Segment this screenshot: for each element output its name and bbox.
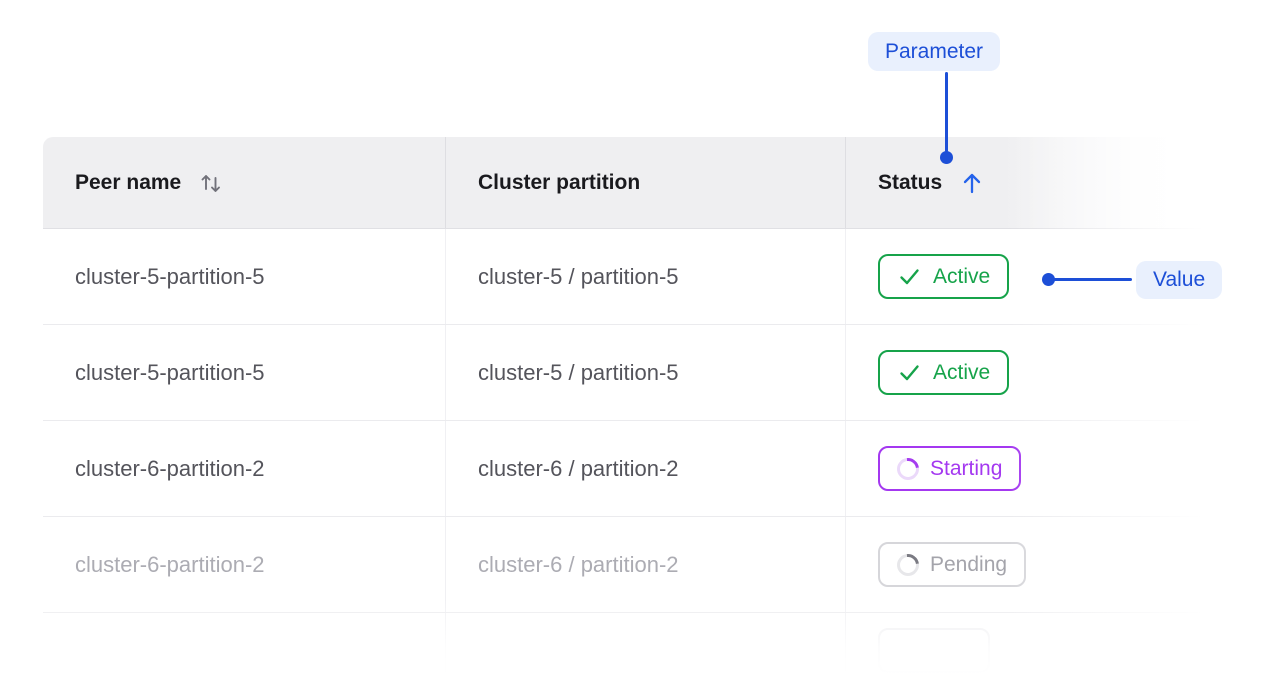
- status-label: Pending: [930, 552, 1008, 576]
- table-row[interactable]: cluster-5-partition-5 cluster-5 / partit…: [43, 325, 1215, 421]
- value-callout-label: Value: [1153, 268, 1206, 291]
- value-connector-line: [1051, 278, 1132, 281]
- table-row[interactable]: cluster-6-partition-2 cluster-6 / partit…: [43, 421, 1215, 517]
- status-cell: [846, 613, 1215, 688]
- status-badge: Active: [878, 350, 1010, 395]
- cluster-partition-cell: cluster-5 / partition-5: [446, 325, 846, 420]
- status-badge: Starting: [878, 446, 1022, 491]
- peer-name-cell: cluster-5-partition-5: [43, 229, 446, 324]
- column-header-peer-name[interactable]: Peer name: [43, 137, 446, 228]
- peers-table: Peer name Cluster partition Status: [43, 137, 1215, 688]
- status-label: Starting: [930, 456, 1003, 480]
- parameter-connector-dot: [940, 151, 953, 164]
- column-header-cluster-partition[interactable]: Cluster partition: [446, 137, 846, 228]
- table-row[interactable]: cluster-6-partition-2 cluster-6 / partit…: [43, 517, 1215, 613]
- column-header-status[interactable]: Status: [846, 137, 1215, 228]
- peer-name-cell: cluster-6-partition-2: [43, 517, 446, 612]
- check-icon: [900, 269, 919, 285]
- status-badge: Pending: [878, 542, 1027, 587]
- status-cell: Starting: [846, 421, 1215, 516]
- status-badge: Active: [878, 254, 1010, 299]
- peer-name-header-label: Peer name: [75, 170, 182, 194]
- status-label: Active: [933, 360, 991, 384]
- check-icon: [900, 365, 919, 381]
- cluster-partition-cell: cluster-6 / partition-2: [446, 421, 846, 516]
- peer-name-cell: cluster-6-partition-2: [43, 421, 446, 516]
- parameter-callout-pill: Parameter: [868, 32, 1001, 71]
- cluster-partition-header-label: Cluster partition: [478, 170, 641, 194]
- table-row-partial: [43, 613, 1215, 688]
- arrow-up-icon[interactable]: [958, 169, 986, 197]
- parameter-callout-label: Parameter: [885, 39, 984, 63]
- peer-name-cell: cluster-5-partition-5: [43, 325, 446, 420]
- cluster-partition-cell: cluster-5 / partition-5: [446, 229, 846, 324]
- status-cell: Active: [846, 229, 1215, 324]
- status-badge-ghost: [878, 628, 990, 673]
- sort-both-icon[interactable]: [197, 169, 225, 197]
- value-callout-pill: Value: [1136, 261, 1223, 299]
- status-header-label: Status: [878, 170, 943, 194]
- spinner-icon: [892, 549, 924, 580]
- parameter-connector-line: [945, 72, 948, 152]
- cluster-partition-cell: [446, 613, 846, 688]
- peer-name-cell: [43, 613, 446, 688]
- table-row[interactable]: cluster-5-partition-5 cluster-5 / partit…: [43, 229, 1215, 325]
- status-label: Active: [933, 264, 991, 288]
- cluster-partition-cell: cluster-6 / partition-2: [446, 517, 846, 612]
- status-cell: Active: [846, 325, 1215, 420]
- status-cell: Pending: [846, 517, 1215, 612]
- spinner-icon: [892, 453, 924, 484]
- table-header-row: Peer name Cluster partition Status: [43, 137, 1215, 229]
